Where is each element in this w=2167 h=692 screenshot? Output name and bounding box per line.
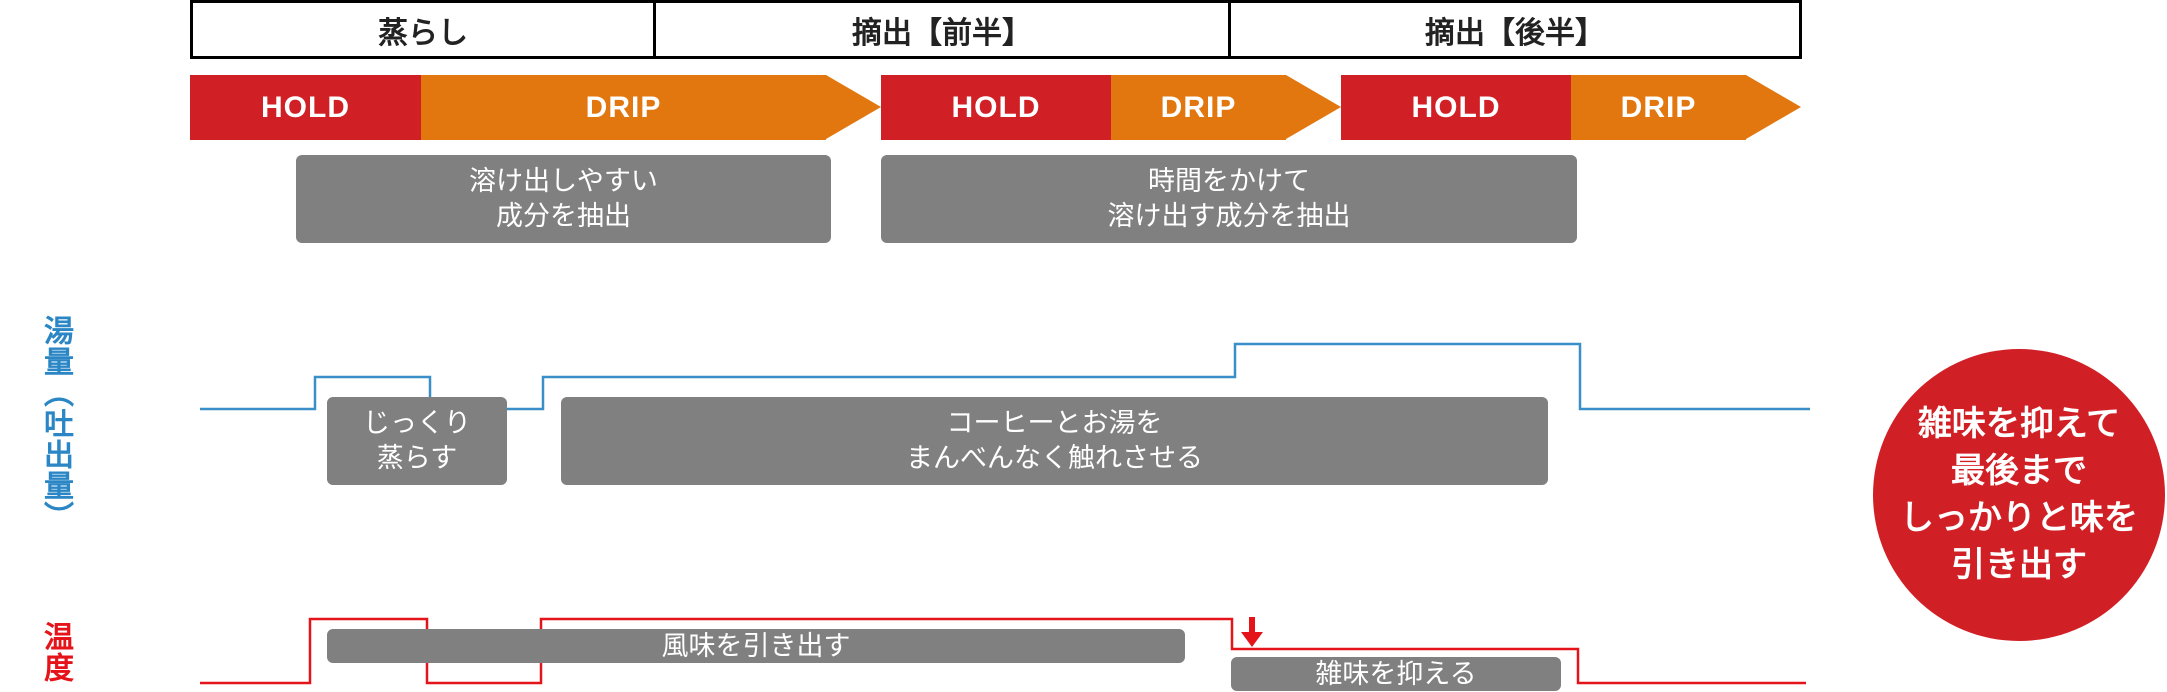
note-slow-steaming: じっくり 蒸らす: [327, 397, 507, 485]
phase-header: 蒸らし 摘出【前半】 摘出【後半】: [190, 0, 1802, 59]
hold-segment-3: HOLD: [1341, 75, 1571, 140]
note-late-extraction: 時間をかけて 溶け出す成分を抽出: [881, 155, 1577, 243]
drip-segment-2: DRIP: [1111, 75, 1286, 140]
arrow-head-2: [1286, 75, 1341, 139]
note-early-extraction: 溶け出しやすい 成分を抽出: [296, 155, 831, 243]
arrow-head-1: [826, 75, 881, 139]
hold-segment-2: HOLD: [881, 75, 1111, 140]
drip-segment-3: DRIP: [1571, 75, 1746, 140]
phase-extraction-first-half: 摘出【前半】: [653, 3, 1228, 56]
phase-steaming: 蒸らし: [378, 15, 468, 51]
water-volume-label: 湯量︵吐出量︶: [38, 315, 73, 532]
temperature-label: 温度: [38, 621, 73, 683]
note-suppress-off-flavor: 雑味を抑える: [1231, 657, 1561, 691]
drip-segment-1: DRIP: [421, 75, 826, 140]
note-bring-out-flavor: 風味を引き出す: [327, 629, 1185, 663]
water-volume-line: [200, 342, 1810, 411]
arrow-head-3: [1746, 75, 1801, 139]
summary-circle: 雑味を抑えて 最後まで しっかりと味を 引き出す: [1873, 349, 2165, 641]
down-arrow-icon: [1241, 617, 1263, 647]
hold-segment-1: HOLD: [190, 75, 421, 140]
note-even-contact: コーヒーとお湯を まんべんなく触れさせる: [561, 397, 1548, 485]
phase-extraction-second-half: 摘出【後半】: [1228, 3, 1799, 56]
